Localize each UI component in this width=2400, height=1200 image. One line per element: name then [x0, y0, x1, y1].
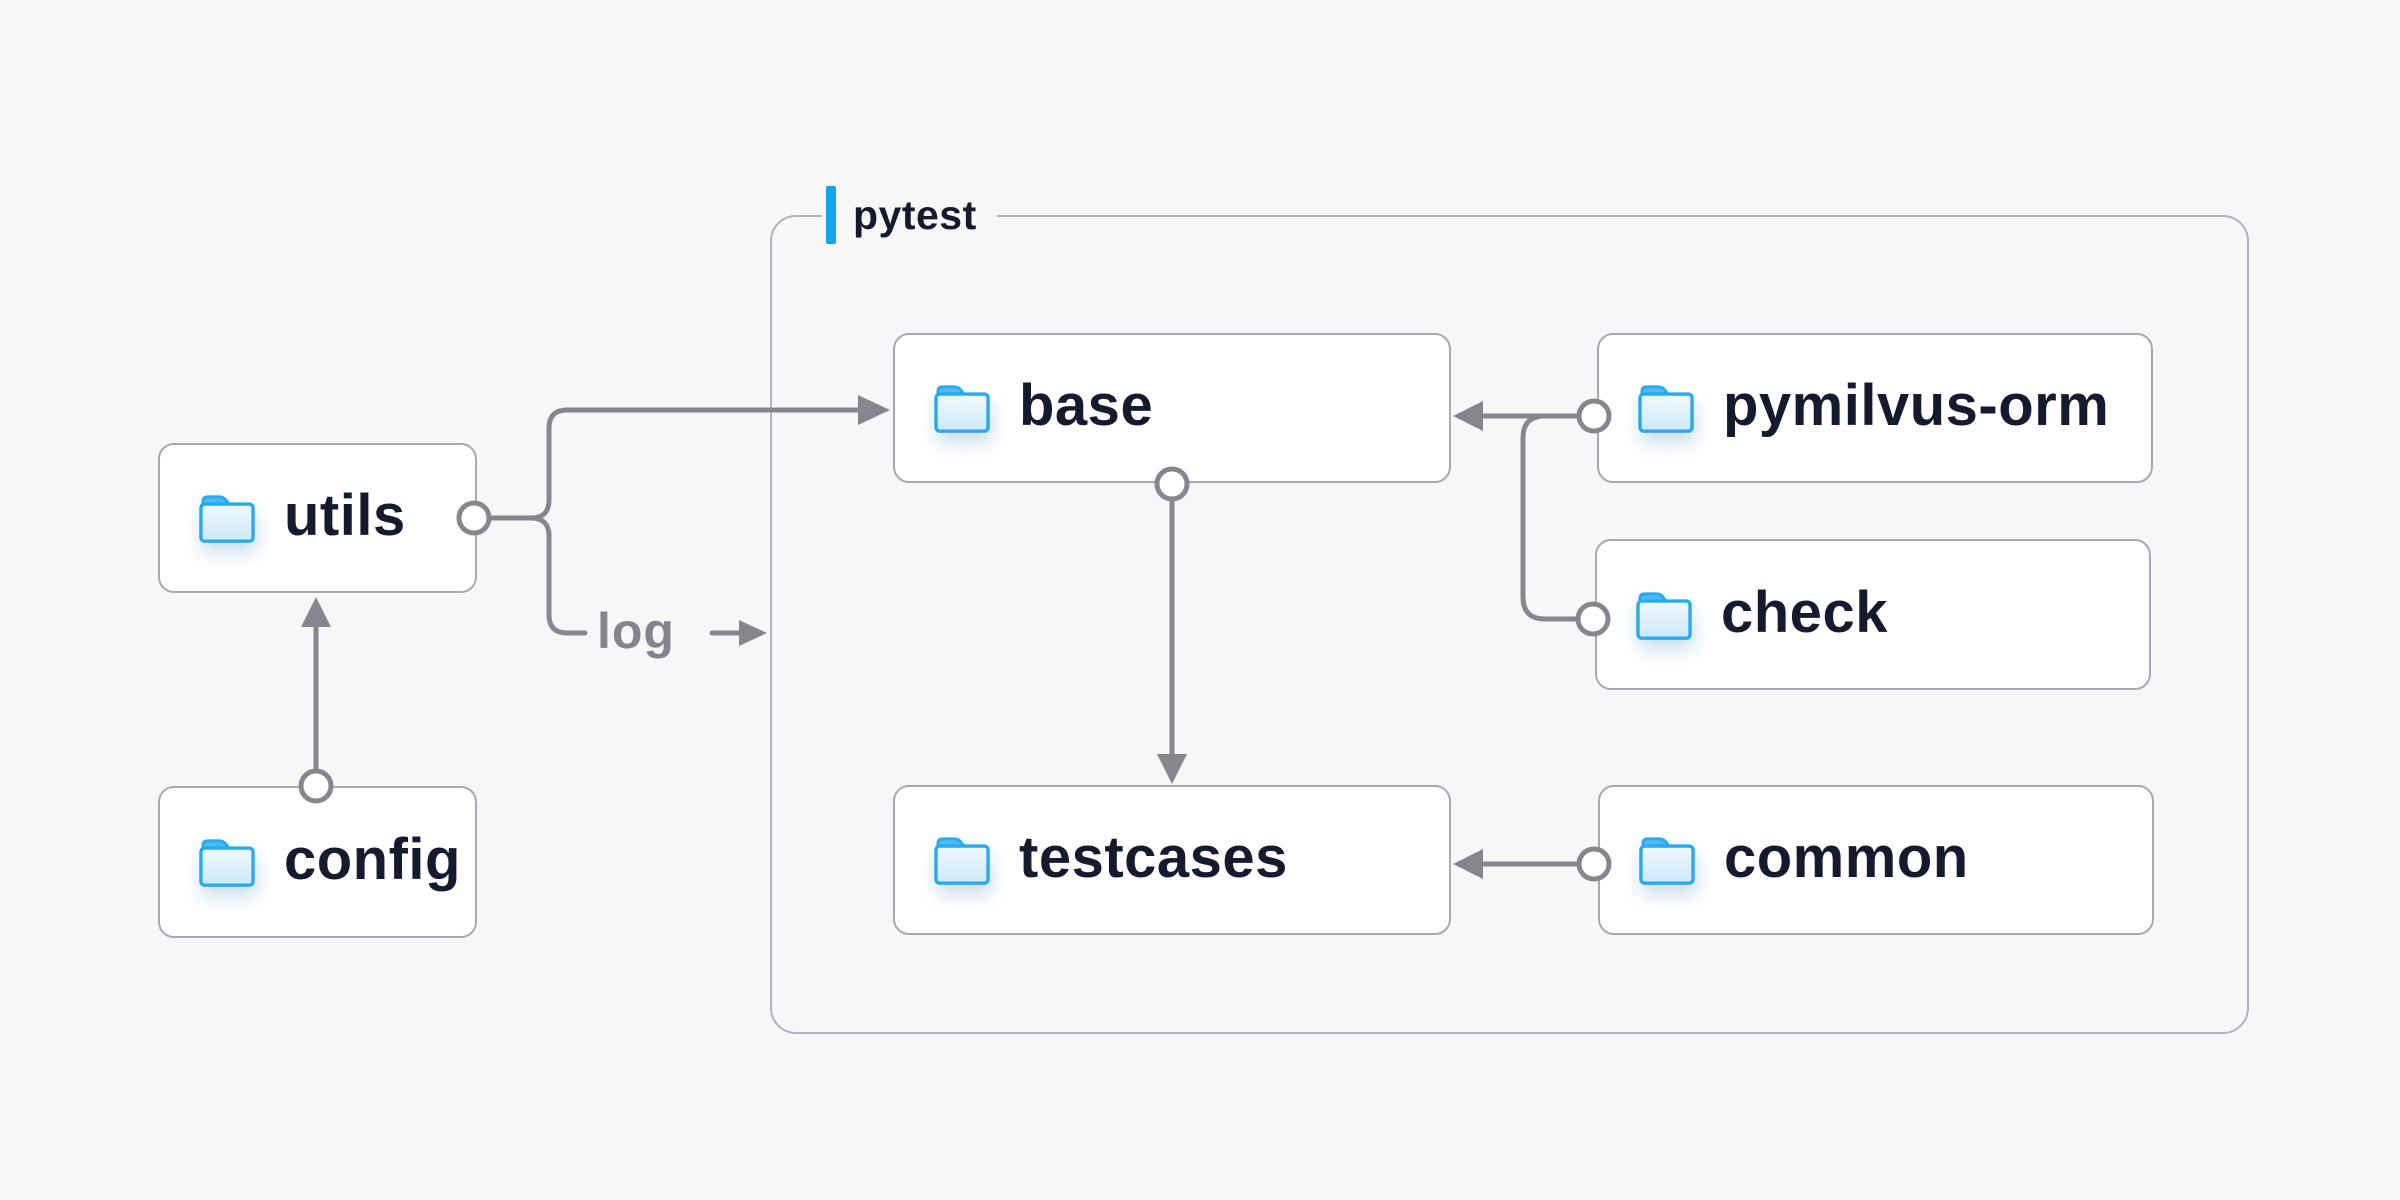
folder-icon [934, 837, 990, 885]
folder-icon [1636, 591, 1692, 640]
pytest-group-title: pytest [853, 191, 977, 238]
folder-icon [1639, 837, 1695, 885]
node-base: base [893, 333, 1451, 483]
node-utils: utils [158, 443, 477, 593]
edge-config-utils [298, 597, 334, 804]
node-label: config [284, 827, 461, 892]
folder-icon [199, 839, 255, 887]
accent-bar [826, 186, 836, 244]
folder-icon [1638, 385, 1694, 433]
node-config: config [158, 786, 477, 938]
edge-label-log: log [597, 603, 675, 659]
node-label: check [1721, 579, 1888, 645]
node-pymilvus-orm: pymilvus-orm [1597, 333, 2153, 483]
pytest-group-box [770, 215, 2249, 1034]
node-label: testcases [1019, 825, 1288, 890]
node-label: utils [284, 483, 406, 548]
node-label: pymilvus-orm [1723, 373, 2110, 438]
node-common: common [1598, 785, 2154, 935]
folder-icon [199, 495, 255, 543]
node-testcases: testcases [893, 785, 1451, 935]
node-check: check [1595, 539, 2151, 690]
node-label: common [1724, 825, 1969, 890]
pytest-group-label: pytest [822, 183, 997, 247]
folder-icon [934, 385, 990, 433]
node-label: base [1019, 373, 1154, 438]
